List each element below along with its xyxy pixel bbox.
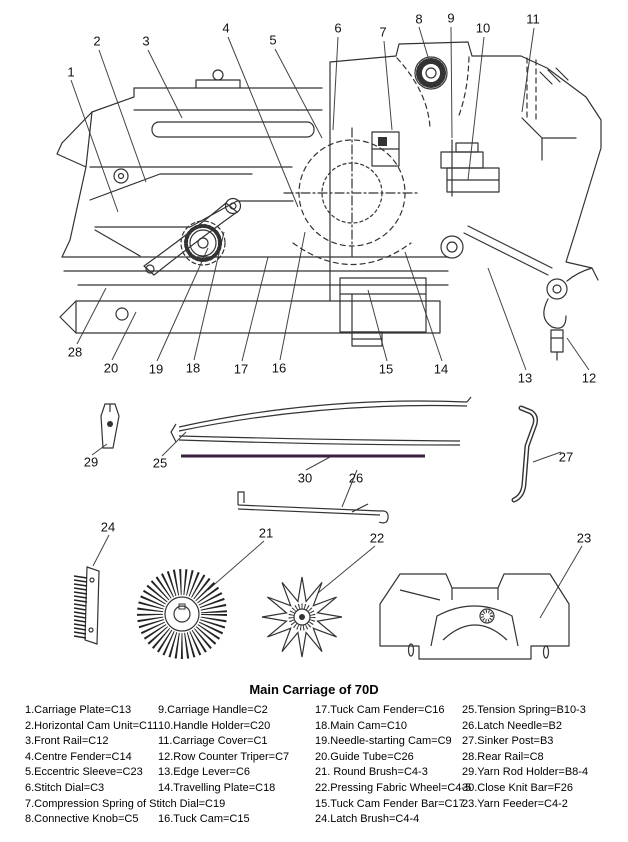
legend-item: 28.Rear Rail=C8 — [462, 750, 544, 763]
callout-11: 11 — [526, 11, 540, 27]
latch-needle-drawing — [237, 491, 389, 524]
legend-item: 30.Close Knit Bar=F26 — [462, 781, 573, 794]
carriage-diagram — [56, 26, 602, 660]
callout-19: 19 — [148, 361, 164, 377]
callout-23: 23 — [576, 530, 592, 546]
callout-26: 26 — [348, 470, 364, 486]
latch-brush-drawing — [73, 566, 100, 645]
callout-9: 9 — [447, 10, 455, 26]
callout-16: 16 — [271, 360, 287, 376]
main-carriage-drawing — [56, 41, 602, 361]
yarn-rod-holder-drawing — [100, 403, 120, 449]
pressing-fabric-wheel-drawing — [261, 576, 343, 658]
tension-spring-drawing — [170, 396, 472, 446]
callout-3: 3 — [142, 33, 150, 49]
callout-13: 13 — [517, 370, 533, 386]
legend-item: 2.Horizontal Cam Unit=C11 — [25, 719, 159, 732]
parts-legend: 1.Carriage Plate=C13 9.Carriage Handle=C2… — [25, 703, 620, 828]
legend-row: 6.Stitch Dial=C3 14.Travelling Plate=C18 2… — [25, 781, 620, 797]
legend-item: 25.Tension Spring=B10-3 — [462, 704, 586, 716]
legend-item: 13.Edge Lever=C6 — [158, 766, 251, 779]
callout-10: 10 — [475, 20, 491, 36]
callout-30: 30 — [297, 470, 313, 486]
legend-item: 12.Row Counter Triper=C7 — [158, 750, 290, 763]
callout-5: 5 — [269, 32, 277, 48]
callout-7: 7 — [379, 24, 387, 40]
legend-item: 29.Yarn Rod Holder=B8-4 — [462, 766, 589, 779]
callout-28: 28 — [67, 344, 83, 360]
legend-row: 8.Connective Knob=C5 16.Tuck Cam=C15 24.La… — [25, 812, 620, 828]
sinker-post-drawing — [511, 405, 538, 503]
legend-item: 6.Stitch Dial=C3 — [25, 781, 105, 794]
legend-item: 15.Tuck Cam Fender Bar=C17 — [315, 797, 465, 810]
callout-17: 17 — [233, 361, 249, 377]
legend-item: 26.Latch Needle=B2 — [462, 719, 562, 732]
legend-item: 16.Tuck Cam=C15 — [158, 813, 250, 826]
callout-18: 18 — [185, 360, 201, 376]
legend-item: 3.Front Rail=C12 — [25, 735, 109, 748]
callout-4: 4 — [222, 20, 230, 36]
callout-8: 8 — [415, 11, 423, 27]
legend-item: 4.Centre Fender=C14 — [25, 750, 132, 763]
legend-item: 7.Compression Spring of Stitch Dial=C19 — [25, 797, 226, 810]
callout-2: 2 — [93, 33, 101, 49]
legend-item: 9.Carriage Handle=C2 — [158, 704, 268, 716]
legend-item: 14.Travelling Plate=C18 — [158, 781, 276, 794]
round-brush-drawing — [137, 569, 227, 659]
callout-20: 20 — [103, 360, 119, 376]
legend-item: 17.Tuck Cam Fender=C16 — [315, 704, 445, 716]
legend-row: 5.Eccentric Sleeve=C23 13.Edge Lever=C6 21… — [25, 765, 620, 781]
legend-row: 4.Centre Fender=C14 12.Row Counter Triper… — [25, 750, 620, 766]
callout-1: 1 — [67, 64, 75, 80]
legend-item: 10.Handle Holder=C20 — [158, 719, 271, 732]
callout-14: 14 — [433, 361, 449, 377]
callout-12: 12 — [581, 370, 597, 386]
legend-row: 3.Front Rail=C12 11.Carriage Cover=C1 19.N… — [25, 734, 620, 750]
legend-item: 27.Sinker Post=B3 — [462, 735, 554, 748]
legend-item: 5.Eccentric Sleeve=C23 — [25, 766, 143, 779]
legend-item: 23.Yarn Feeder=C4-2 — [462, 797, 568, 810]
callout-6: 6 — [334, 20, 342, 36]
legend-item: 21. Round Brush=C4-3 — [315, 766, 428, 779]
callout-22: 22 — [369, 530, 385, 546]
callout-27: 27 — [558, 449, 574, 465]
callout-15: 15 — [378, 361, 394, 377]
callout-25: 25 — [152, 455, 168, 471]
diagram-title: Main Carriage of 70D — [249, 682, 379, 697]
legend-item: 22.Pressing Fabric Wheel=C4-5 — [315, 781, 472, 794]
legend-row: 7.Compression Spring of Stitch Dial=C19 1… — [25, 797, 620, 813]
callout-29: 29 — [83, 454, 99, 470]
callout-21: 21 — [258, 525, 274, 541]
legend-item: 8.Connective Knob=C5 — [25, 813, 139, 826]
legend-item: 1.Carriage Plate=C13 — [25, 704, 132, 716]
legend-row: 1.Carriage Plate=C13 9.Carriage Handle=C2… — [25, 703, 620, 719]
legend-item: 20.Guide Tube=C26 — [315, 750, 414, 763]
legend-item: 11.Carriage Cover=C1 — [158, 735, 268, 748]
legend-item: 18.Main Cam=C10 — [315, 719, 408, 732]
legend-item: 24.Latch Brush=C4-4 — [315, 813, 420, 826]
callout-24: 24 — [100, 519, 116, 535]
yarn-feeder-drawing — [379, 573, 570, 660]
legend-item: 19.Needle-starting Cam=C9 — [315, 735, 452, 748]
